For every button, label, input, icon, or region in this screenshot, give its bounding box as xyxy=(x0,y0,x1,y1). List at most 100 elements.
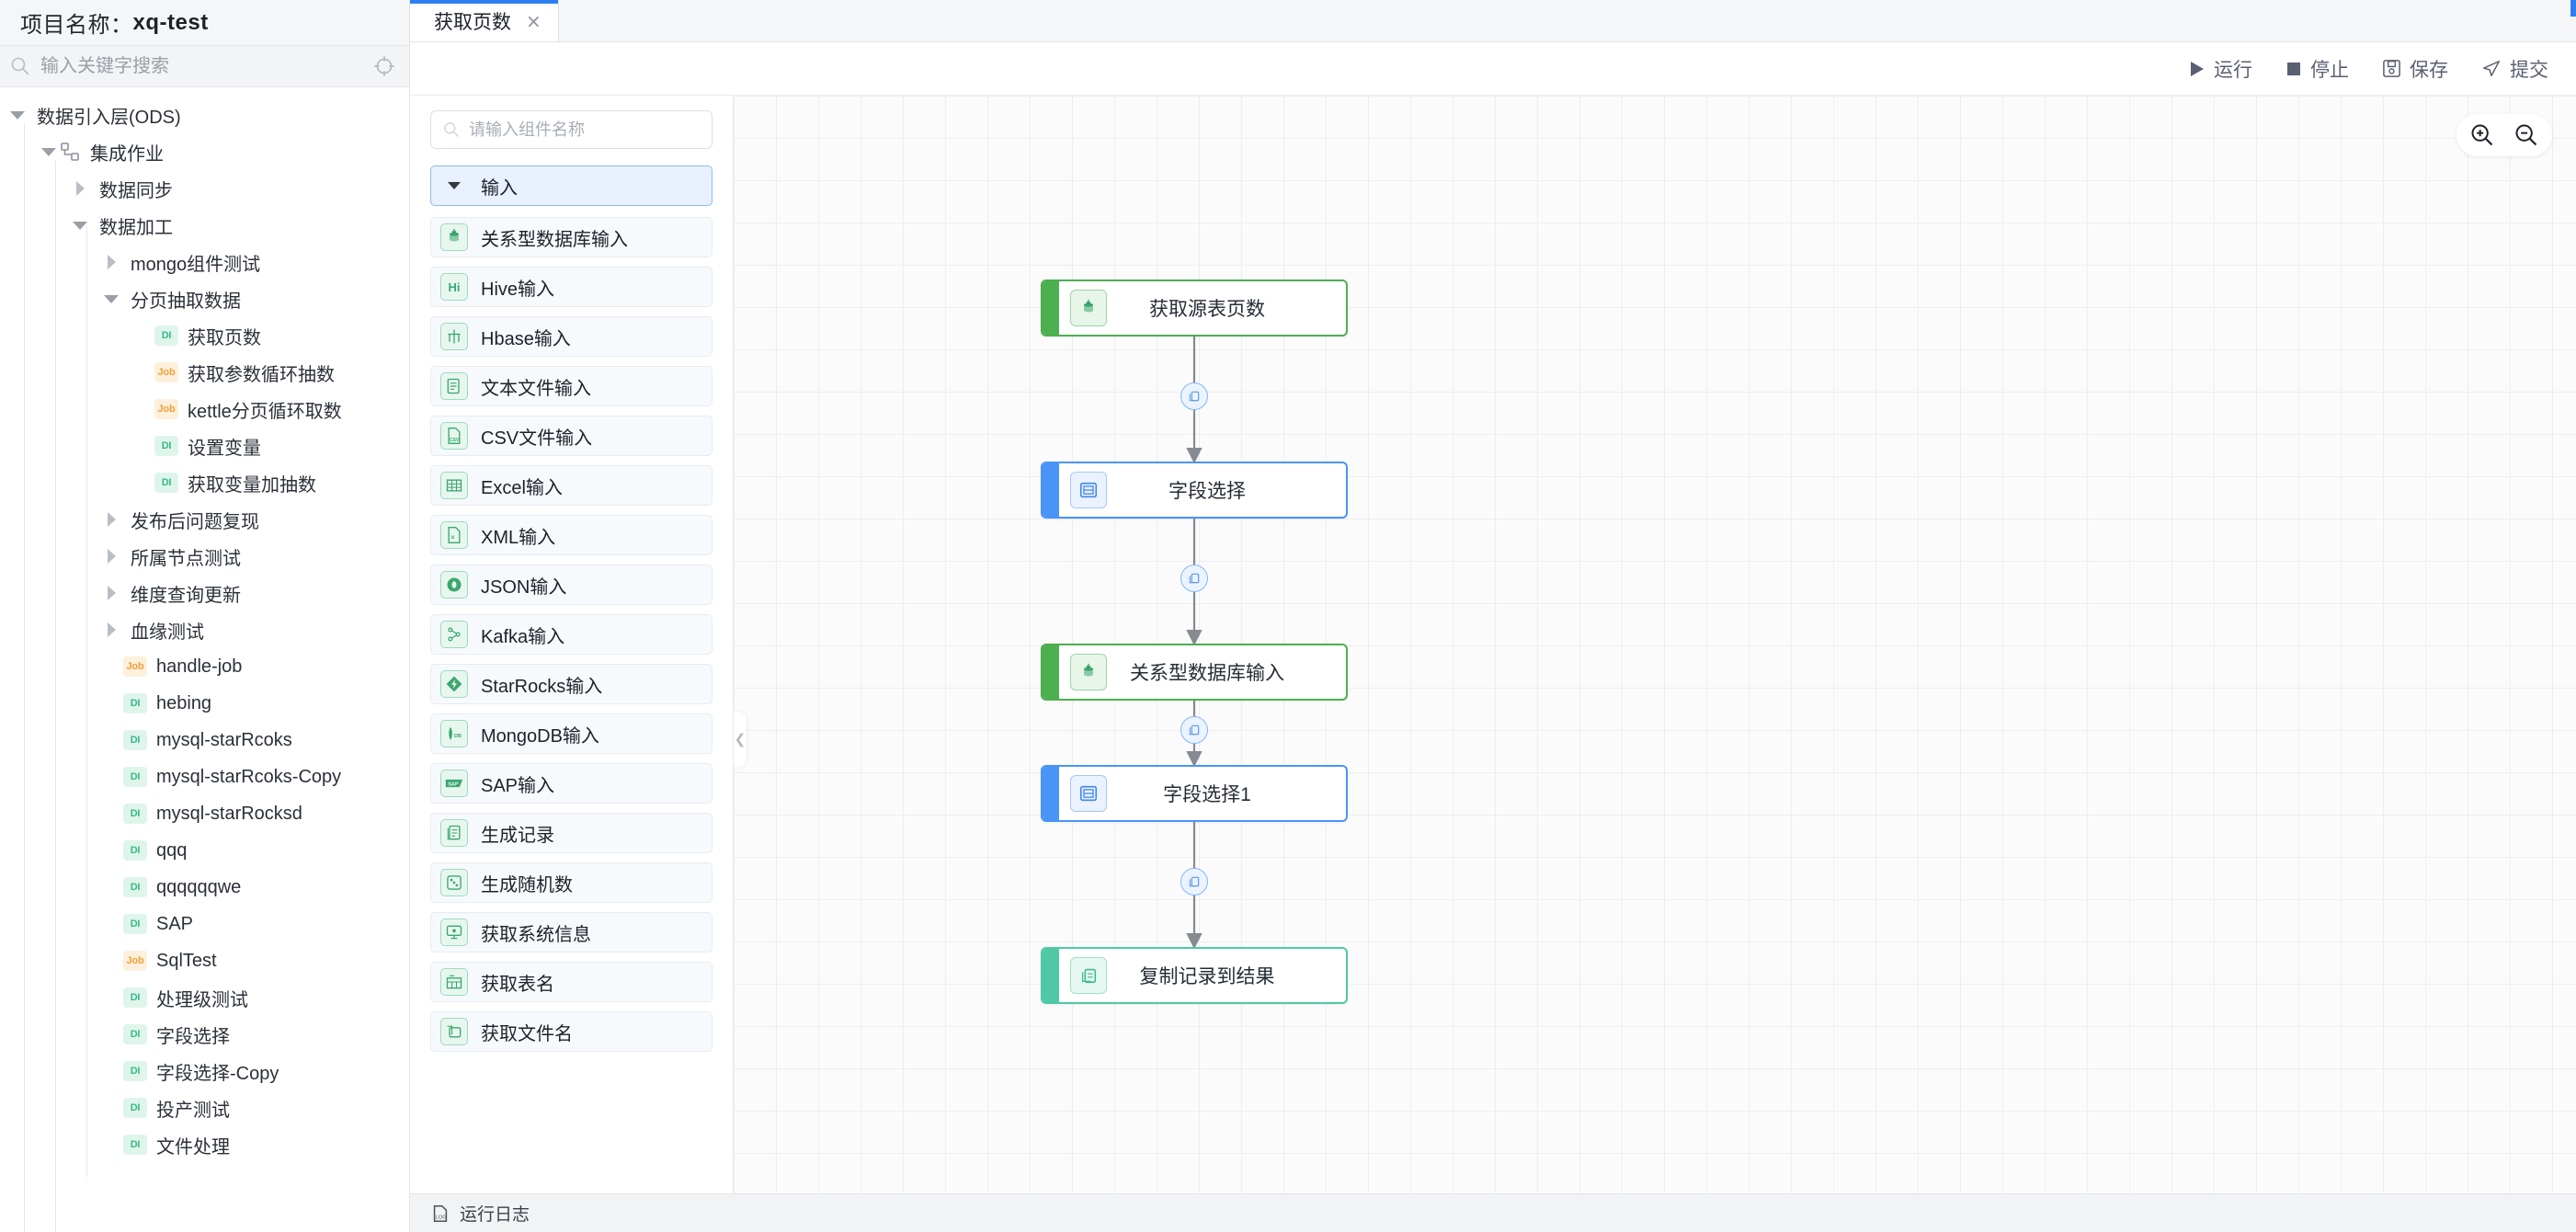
copy-hop-icon[interactable] xyxy=(1180,868,1208,895)
save-button[interactable]: 保存 xyxy=(2382,55,2448,83)
palette-collapse-handle[interactable]: ❮ xyxy=(734,712,747,767)
copy-hop-icon[interactable] xyxy=(1180,716,1208,744)
tree-item[interactable]: 数据引入层(ODS) xyxy=(0,97,409,133)
tree-item-label: 发布后问题复现 xyxy=(131,511,259,532)
chevron-down-icon[interactable] xyxy=(39,142,59,162)
run-log-bar[interactable]: LOG 运行日志 xyxy=(410,1193,2576,1232)
di-badge-icon: DI xyxy=(154,436,178,456)
tab-close-icon[interactable]: × xyxy=(526,9,541,32)
tree-item[interactable]: 发布后问题复现 xyxy=(0,501,409,538)
flow-node[interactable]: 关系型数据库输入 xyxy=(1041,644,1348,701)
tree-spacer xyxy=(101,951,121,971)
sidebar-search-input[interactable] xyxy=(31,55,372,77)
palette-group-input[interactable]: 输入 xyxy=(430,165,712,206)
stop-button[interactable]: 停止 xyxy=(2285,55,2349,83)
palette-component[interactable]: Excel输入 xyxy=(430,465,712,506)
run-label: 运行 xyxy=(2214,59,2252,81)
palette-component[interactable]: 生成记录 xyxy=(430,813,712,853)
palette-component[interactable]: Hbase输入 xyxy=(430,316,712,357)
field-select-icon xyxy=(1070,775,1107,812)
tree-spacer xyxy=(132,436,153,456)
chevron-right-icon[interactable] xyxy=(101,620,121,640)
tree-item[interactable]: 血缘测试 xyxy=(0,611,409,648)
palette-component[interactable]: 获取表名 xyxy=(430,962,712,1002)
chevron-right-icon[interactable] xyxy=(70,178,90,199)
palette-component[interactable]: 获取文件名 xyxy=(430,1011,712,1052)
tab-huoqu-yeshu[interactable]: 获取页数 × xyxy=(410,0,559,41)
flow-node[interactable]: 字段选择 xyxy=(1041,462,1348,519)
chevron-right-icon[interactable] xyxy=(101,583,121,603)
copy-hop-icon[interactable] xyxy=(1180,382,1208,410)
di-badge-icon: DI xyxy=(123,987,147,1008)
flow-node-label: 字段选择1 xyxy=(1163,784,1251,805)
chevron-right-icon[interactable] xyxy=(101,252,121,272)
tree-item-label: 文件处理 xyxy=(156,1136,230,1158)
tree-item[interactable]: 数据加工 xyxy=(0,207,409,244)
flow-node[interactable]: 字段选择1 xyxy=(1041,765,1348,822)
palette-component-label: Hbase输入 xyxy=(481,328,571,349)
palette-search-row[interactable] xyxy=(430,110,712,149)
tree-item-label: 获取页数 xyxy=(188,327,261,348)
chevron-down-icon[interactable] xyxy=(70,215,90,235)
palette-component[interactable]: 生成随机数 xyxy=(430,862,712,903)
palette-component[interactable]: 获取系统信息 xyxy=(430,912,712,953)
tree-item[interactable]: 所属节点测试 xyxy=(0,538,409,575)
chevron-right-icon[interactable] xyxy=(101,509,121,530)
palette-component[interactable]: Kafka输入 xyxy=(430,614,712,655)
tree-item[interactable]: 分页抽取数据 xyxy=(0,280,409,317)
chevron-down-icon[interactable] xyxy=(7,105,28,125)
tree-item[interactable]: 维度查询更新 xyxy=(0,575,409,611)
tree-spacer xyxy=(101,1024,121,1044)
tree-item[interactable]: 集成作业 xyxy=(0,133,409,170)
table-name-icon xyxy=(440,968,468,996)
palette-component[interactable]: 文本文件输入 xyxy=(430,366,712,406)
sidebar-search-row[interactable] xyxy=(0,46,409,87)
tree-item[interactable]: mongo组件测试 xyxy=(0,244,409,280)
palette-component[interactable]: StarRocks输入 xyxy=(430,664,712,704)
zoom-out-icon[interactable] xyxy=(2513,122,2539,148)
copy-hop-icon[interactable] xyxy=(1180,565,1208,592)
tree-item-label: 所属节点测试 xyxy=(131,548,241,569)
target-icon[interactable] xyxy=(372,54,396,78)
palette-component-label: 文本文件输入 xyxy=(481,378,591,399)
zoom-in-icon[interactable] xyxy=(2469,122,2495,148)
submit-button[interactable]: 提交 xyxy=(2481,55,2548,83)
palette-component[interactable]: 关系型数据库输入 xyxy=(430,217,712,257)
tree-item[interactable]: 数据同步 xyxy=(0,170,409,207)
chevron-right-icon[interactable] xyxy=(101,546,121,566)
palette-search-input[interactable] xyxy=(461,120,701,140)
flow-node[interactable]: 获取源表页数 xyxy=(1041,279,1348,337)
tree-item-label: qqqqqqwe xyxy=(156,876,242,897)
run-button[interactable]: 运行 xyxy=(2187,55,2252,83)
flow-node[interactable]: 复制记录到结果 xyxy=(1041,947,1348,1004)
chevron-down-icon[interactable] xyxy=(101,289,121,309)
stop-label: 停止 xyxy=(2310,59,2349,81)
palette-component[interactable]: JSON输入 xyxy=(430,565,712,605)
tree-spacer xyxy=(101,693,121,713)
